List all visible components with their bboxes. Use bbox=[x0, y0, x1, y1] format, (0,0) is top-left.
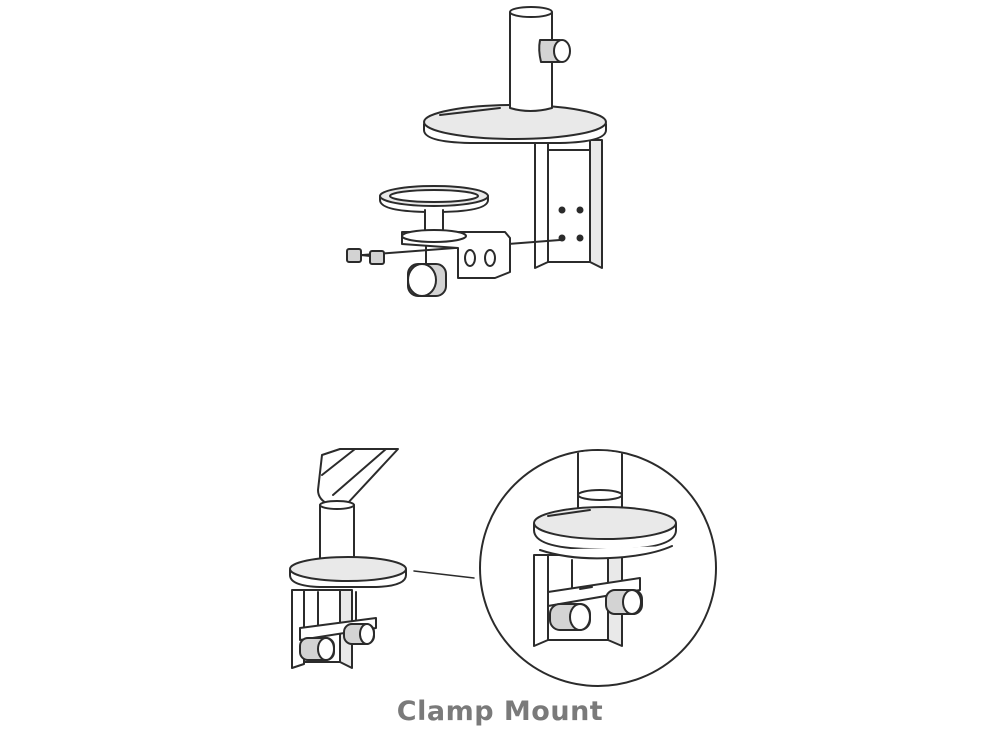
clamp-bracket-plates bbox=[534, 139, 603, 269]
monitor-arm bbox=[317, 448, 399, 506]
pole-small bbox=[319, 504, 355, 564]
l-bracket bbox=[401, 229, 511, 279]
caption: Clamp Mount bbox=[396, 696, 604, 727]
exploded-mount-assembly bbox=[346, 6, 607, 297]
screws bbox=[346, 248, 385, 265]
base-disc bbox=[423, 104, 607, 144]
zoom-detail-circle bbox=[479, 449, 717, 687]
clamp-mount-small bbox=[289, 448, 407, 669]
zoom-leader-line bbox=[413, 570, 475, 579]
vesa-round-plate bbox=[379, 185, 489, 233]
knob-wheel bbox=[407, 245, 447, 297]
pole bbox=[509, 6, 571, 112]
